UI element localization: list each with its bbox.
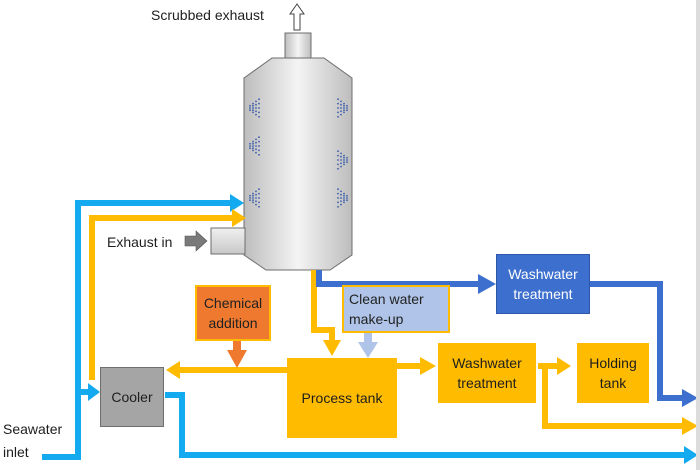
node-label: treatment [513,286,573,302]
arrowhead [230,194,244,212]
exhaust-in-label: Exhaust in [107,234,173,250]
clean-water-arrow-stem [364,332,372,344]
spray-nozzle-icon [249,136,260,156]
node-label: Washwater [452,355,522,371]
seawater-inlet-label-line2: inlet [3,444,29,460]
seawater-inlet-label-line1: Seawater [3,421,63,437]
cooler-seawater-out [165,392,685,458]
seawater-to-tower [42,200,230,460]
scrubber-tower [243,3,353,271]
spray-nozzle-icon [337,188,348,208]
tower-body [243,57,353,271]
arrowhead [478,274,496,294]
clean-water-makeup-node: Clean water make-up [342,285,450,333]
chemical-arrow-stem [233,340,241,352]
arrowhead [232,209,246,227]
washwater-treatment-top-node: Washwater treatment [496,254,590,314]
treatment-out [590,281,684,401]
spray-nozzle-icon [337,150,348,170]
arrowhead [88,383,100,401]
holding-tank-node: Holding tank [577,343,649,403]
node-label: addition [208,315,258,331]
arrowhead [684,446,698,464]
scrubbed-exhaust-label: Scrubbed exhaust [151,7,264,23]
spray-nozzle-icon [337,98,348,118]
right-edge-bar [696,0,700,470]
spray-nozzles [249,98,348,208]
node-label: Holding [589,355,637,371]
seawater-arrowheads [88,194,698,464]
spray-nozzle-icon [249,98,260,118]
arrowhead [323,340,341,356]
node-label: Clean water [349,291,424,307]
arrowhead [166,361,180,379]
node-label: make-up [349,311,404,327]
tower-stack [284,32,312,60]
exhaust-inlet-pipe [210,227,246,255]
node-label: treatment [457,375,517,391]
chemical-arrowhead [227,350,247,368]
washwater-treatment-bottom-node: Washwater treatment [438,343,536,403]
treated-lines [316,270,684,401]
tower-to-process-tank [311,270,335,345]
node-label: Chemical [203,295,263,311]
chemical-addition-node: Chemical addition [195,285,271,341]
exhaust-in-arrow-icon [184,230,208,252]
arrowhead [420,357,436,375]
scrubbed-exhaust-arrow-icon [289,3,305,31]
washwater-arrowheads [166,209,698,435]
arrowhead [682,417,698,435]
cooler-node: Cooler [100,367,164,427]
treatment-bypass [542,366,682,429]
spray-nozzle-icon [249,188,260,208]
clean-water-arrowhead [358,342,378,358]
node-label: Washwater [508,266,578,282]
arrowhead [682,389,698,407]
cooler-to-tower [89,215,232,380]
process-tank-node: Process tank [287,358,397,438]
washwater-lines [89,215,682,429]
arrowhead [557,357,571,375]
node-label: tank [599,375,627,391]
treated-arrowheads [478,274,698,407]
tower-to-washwater-treatment [316,270,480,287]
